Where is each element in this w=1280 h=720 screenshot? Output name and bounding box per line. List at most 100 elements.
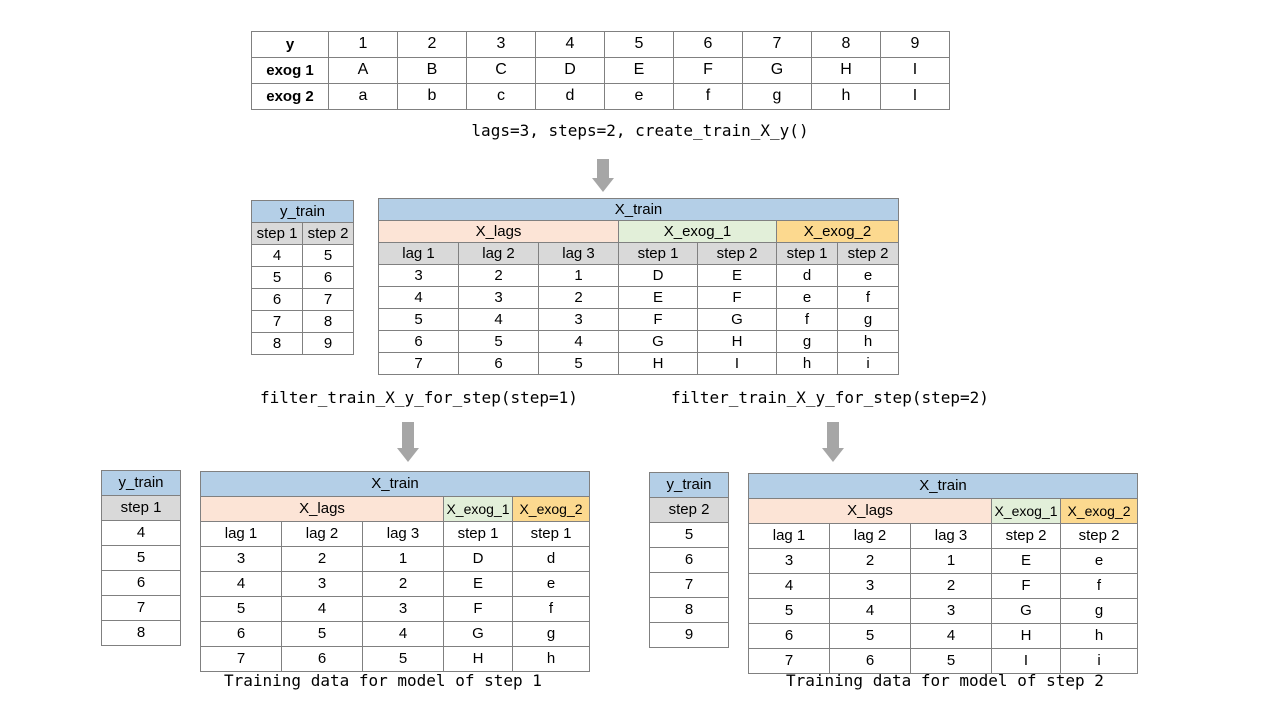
column-header: step 1 xyxy=(101,495,181,521)
table-row: 6 5 4 H h xyxy=(748,623,1138,649)
cell: 4 xyxy=(101,520,181,546)
column-header: step 1 xyxy=(618,242,698,265)
group-header-x-exog-2: X_exog_2 xyxy=(1060,498,1138,524)
table-row: y_train xyxy=(101,470,181,496)
table-row: 6 xyxy=(101,570,181,596)
middle-x-train-body: X_train X_lags X_exog_1 X_exog_2 lag 1 l… xyxy=(378,198,899,375)
cell: 6 xyxy=(649,547,729,573)
column-header: step 2 xyxy=(837,242,899,265)
cell: e xyxy=(1060,548,1138,574)
cell: i xyxy=(837,352,899,375)
table-row: 7 6 5 H I h i xyxy=(378,352,899,375)
cell: g xyxy=(837,308,899,331)
column-header: lag 3 xyxy=(362,521,444,547)
column-header: lag 2 xyxy=(829,523,911,549)
row-label-y: y xyxy=(251,31,329,58)
cell: H xyxy=(618,352,698,375)
step2-x-train-body: X_train X_lags X_exog_1 X_exog_2 lag 1 l… xyxy=(748,473,1138,674)
table-row: lag 1 lag 2 lag 3 step 2 step 2 xyxy=(748,523,1138,549)
cell: 6 xyxy=(829,648,911,674)
table-row: 7 6 5 I i xyxy=(748,648,1138,674)
table-row: X_lags X_exog_1 X_exog_2 xyxy=(378,220,899,243)
cell: 5 xyxy=(302,244,354,267)
table-row: exog 2 a b c d e f g h I xyxy=(251,83,950,110)
table-row: 5 xyxy=(649,522,729,548)
column-header: lag 3 xyxy=(538,242,619,265)
cell: 6 xyxy=(302,266,354,289)
table-row: X_train xyxy=(748,473,1138,499)
x-train-title: X_train xyxy=(748,473,1138,499)
table-row: 6 7 xyxy=(251,288,354,311)
cell: D xyxy=(618,264,698,287)
cell: G xyxy=(443,621,513,647)
cell: 5 xyxy=(101,545,181,571)
cell: f xyxy=(673,83,743,110)
column-header: step 2 xyxy=(1060,523,1138,549)
table-row: 4 3 2 F f xyxy=(748,573,1138,599)
cell: 3 xyxy=(748,548,830,574)
group-header-x-exog-1: X_exog_1 xyxy=(618,220,777,243)
cell: G xyxy=(697,308,777,331)
source-series-table: y 1 2 3 4 5 6 7 8 9 exog 1 A B C D E F G… xyxy=(251,31,950,110)
cell: 7 xyxy=(748,648,830,674)
cell: D xyxy=(535,57,605,84)
cell: B xyxy=(397,57,467,84)
cell: 2 xyxy=(458,264,539,287)
cell: f xyxy=(776,308,838,331)
cell: A xyxy=(328,57,398,84)
cell: 6 xyxy=(251,288,303,311)
cell: 5 xyxy=(362,646,444,672)
column-header: step 1 xyxy=(776,242,838,265)
table-row: 8 xyxy=(101,620,181,646)
cell: 4 xyxy=(251,244,303,267)
table-row: 7 xyxy=(101,595,181,621)
table-row: X_lags X_exog_1 X_exog_2 xyxy=(200,496,590,522)
column-header: lag 1 xyxy=(378,242,459,265)
cell: G xyxy=(991,598,1061,624)
table-row: lag 1 lag 2 lag 3 step 1 step 2 step 1 s… xyxy=(378,242,899,265)
caption-result-step-2: Training data for model of step 2 xyxy=(786,671,1104,690)
cell: 9 xyxy=(302,332,354,355)
cell: D xyxy=(443,546,513,572)
cell: 1 xyxy=(538,264,619,287)
cell: 2 xyxy=(397,31,467,58)
cell: h xyxy=(837,330,899,353)
cell: 7 xyxy=(649,572,729,598)
cell: f xyxy=(512,596,590,622)
cell: 3 xyxy=(200,546,282,572)
caption-result-step-1: Training data for model of step 1 xyxy=(224,671,542,690)
cell: 4 xyxy=(362,621,444,647)
arrow-head xyxy=(397,448,419,462)
group-header-x-lags: X_lags xyxy=(200,496,444,522)
cell: E xyxy=(618,286,698,309)
cell: G xyxy=(742,57,812,84)
cell: 5 xyxy=(604,31,674,58)
cell: 3 xyxy=(829,573,911,599)
cell: e xyxy=(512,571,590,597)
x-train-title: X_train xyxy=(378,198,899,221)
cell: F xyxy=(991,573,1061,599)
cell: I xyxy=(880,83,950,110)
table-row: 4 3 2 E F e f xyxy=(378,286,899,309)
caption-filter-step-1: filter_train_X_y_for_step(step=1) xyxy=(260,388,578,407)
step2-y-train-body: y_train step 2 5 6 7 8 9 xyxy=(649,472,729,648)
cell: 6 xyxy=(101,570,181,596)
table-row: 5 4 3 G g xyxy=(748,598,1138,624)
step2-y-train-table: y_train step 2 5 6 7 8 9 xyxy=(649,472,729,648)
cell: 4 xyxy=(748,573,830,599)
cell: 6 xyxy=(281,646,363,672)
cell: h xyxy=(1060,623,1138,649)
cell: E xyxy=(443,571,513,597)
cell: F xyxy=(443,596,513,622)
column-header: step 1 xyxy=(443,521,513,547)
cell: I xyxy=(880,57,950,84)
table-row: 6 5 4 G H g h xyxy=(378,330,899,353)
table-row: 3 2 1 D E d e xyxy=(378,264,899,287)
arrow-shaft xyxy=(827,422,839,448)
cell: 4 xyxy=(281,596,363,622)
table-row: 7 8 xyxy=(251,310,354,333)
cell: F xyxy=(618,308,698,331)
row-label-exog2: exog 2 xyxy=(251,83,329,110)
cell: 5 xyxy=(538,352,619,375)
cell: 2 xyxy=(910,573,992,599)
